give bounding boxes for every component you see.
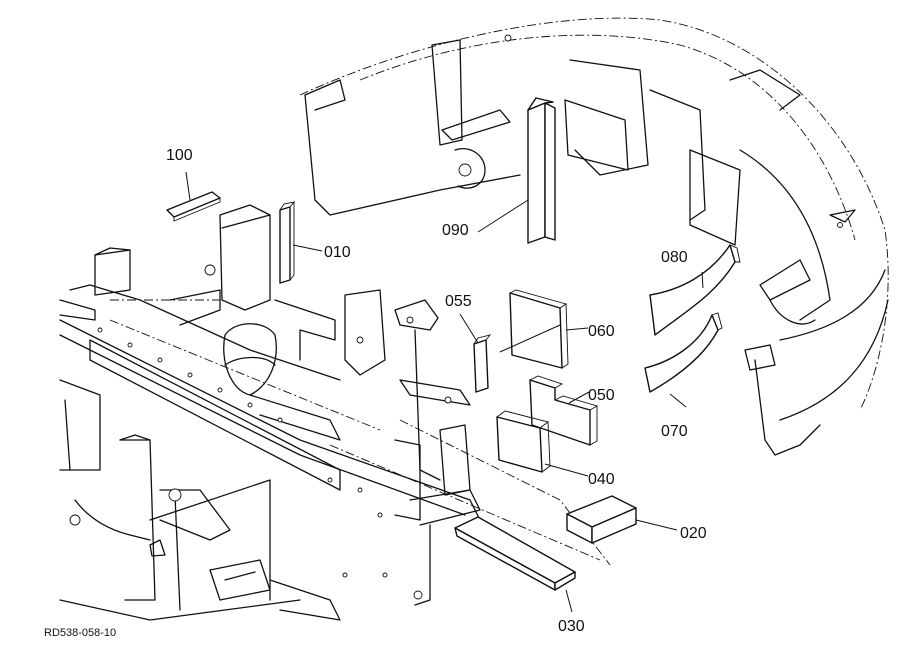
part-055-thin-plate[interactable] (473, 334, 492, 393)
label-060: 060 (588, 323, 615, 340)
label-100: 100 (166, 147, 193, 164)
part-070-curved-plate[interactable] (644, 312, 723, 393)
part-040-block[interactable] (496, 410, 551, 473)
part-030-wedge[interactable] (454, 516, 576, 591)
part-080-curved-plate[interactable] (649, 244, 741, 336)
part-090-tall-block[interactable] (527, 97, 556, 244)
reference-code: RD538-058-10 (44, 627, 116, 639)
label-040: 040 (588, 471, 615, 488)
part-010-bar[interactable] (279, 200, 296, 284)
machine-frame (59, 163, 611, 621)
label-020: 020 (680, 525, 707, 542)
counterweight-outline (299, 17, 889, 456)
part-020-block[interactable] (566, 495, 637, 544)
part-050-l-block[interactable] (529, 375, 599, 446)
label-070: 070 (661, 423, 688, 440)
part-060-plate[interactable] (509, 289, 569, 369)
label-080: 080 (661, 249, 688, 266)
part-100-plate[interactable] (166, 191, 221, 222)
label-050: 050 (588, 387, 615, 404)
leader-lines (185, 171, 704, 613)
label-010: 010 (324, 244, 351, 261)
part-labels: 100 010 090 080 055 060 050 070 040 020 … (44, 147, 707, 639)
label-055: 055 (445, 293, 472, 310)
label-030: 030 (558, 618, 585, 635)
label-090: 090 (442, 222, 469, 239)
